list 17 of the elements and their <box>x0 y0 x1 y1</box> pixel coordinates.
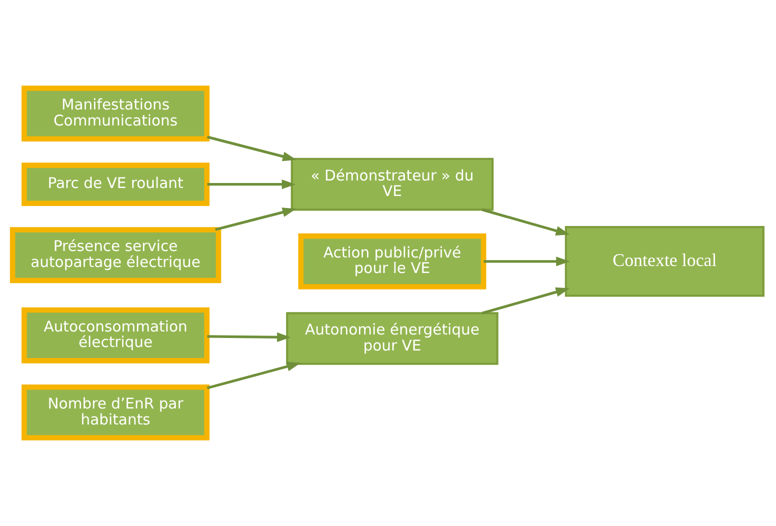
node-box: Présence service autopartage électrique <box>10 227 222 284</box>
arrow <box>482 208 570 236</box>
node-box: Manifestations Communications <box>22 86 210 142</box>
arrow <box>206 136 296 162</box>
arrow <box>206 362 301 390</box>
node-box: Autoconsommation électrique <box>22 307 210 364</box>
node-box: Action public/privé pour le VE <box>298 233 486 290</box>
arrow <box>215 208 296 231</box>
node-box: Contexte local <box>564 226 764 297</box>
arrow <box>207 180 296 190</box>
node-box: « Démonstrateur » du VE <box>290 158 494 211</box>
arrow <box>484 256 570 266</box>
arrow <box>207 332 291 342</box>
node-box: Nombre d’EnR par habitants <box>22 384 210 440</box>
arrow <box>482 287 570 314</box>
node-box: Parc de VE roulant <box>22 162 210 206</box>
node-box: Autonomie énergétique pour VE <box>286 312 498 365</box>
